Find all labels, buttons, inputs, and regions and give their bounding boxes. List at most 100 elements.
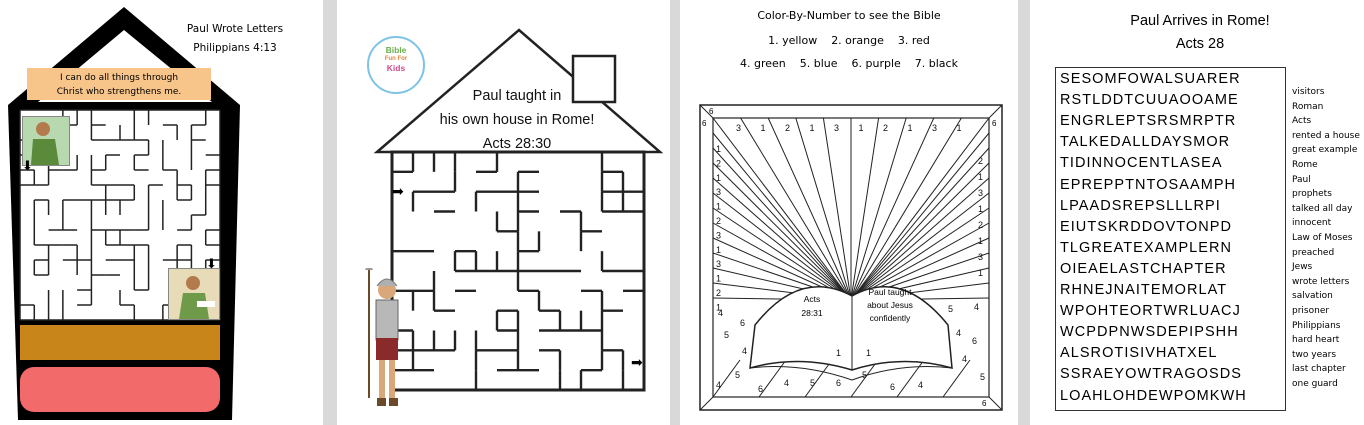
left-number: 2 (716, 288, 721, 298)
region-number: 6 (890, 382, 895, 392)
right-number: 1 (978, 172, 983, 182)
left-number: 1 (716, 302, 721, 312)
region-number: 1 (866, 348, 871, 358)
book-left-line-2: 28:31 (801, 308, 823, 318)
region-number: 4 (974, 302, 979, 312)
word-search-row: EIUTSKRDDOVTONPD (1060, 218, 1233, 235)
word-list-item: talked all day (1292, 203, 1353, 214)
word-search-row: WPOHTEORTWRLUACJ (1060, 303, 1241, 320)
left-number: 2 (716, 216, 721, 226)
word-list-item: Law of Moses (1292, 233, 1353, 243)
right-number: 3 (978, 252, 983, 262)
region-number: 4 (716, 380, 721, 390)
top-number: 1 (859, 123, 864, 133)
word-search-row: TALKEDALLDAYSMOR (1060, 134, 1231, 151)
region-number: 4 (784, 378, 789, 388)
right-number: 1 (978, 204, 983, 214)
word-search-row: RHNEJNAITEMORLAT (1060, 282, 1228, 298)
top-number: 1 (810, 123, 815, 133)
verse-text: I can do all things through Christ who s… (27, 71, 211, 99)
color-key-line-2: 4. green 5. blue 6. purple 7. black (740, 57, 958, 70)
reference-text: Philippians 4:13 (193, 42, 277, 54)
word-search-row: SESOMFOWALSUARER (1060, 71, 1241, 87)
worksheet-page-house-maze: Bible Fun For Kids Paul taught in his ow… (337, 0, 670, 425)
verse-box (27, 68, 211, 100)
color-key-line-1: 1. yellow 2. orange 3. red (768, 34, 930, 47)
word-list-item: Roman (1292, 101, 1324, 112)
word-search-row: ALSROTISIVHATXEL (1060, 345, 1218, 362)
region-number: 5 (980, 372, 985, 382)
top-number: 3 (932, 123, 937, 133)
right-number: 3 (978, 188, 983, 198)
logo-text-top: Bible (385, 45, 407, 55)
paul-writing-icon (22, 116, 70, 166)
region-number: 5 (862, 370, 867, 380)
right-number: 1 (978, 236, 983, 246)
region-number: 5 (810, 378, 815, 388)
word-search-heading: Paul Arrives in Rome! Acts 28 (1060, 10, 1340, 56)
region-number: 6 (836, 378, 841, 388)
top-number: 1 (908, 123, 913, 133)
word-list-item: Paul (1292, 174, 1311, 185)
top-number: 2 (883, 123, 888, 133)
house-caption: Paul taught in his own house in Rome! Ac… (417, 84, 617, 156)
region-number: 5 (735, 370, 740, 380)
word-list-item: one guard (1292, 379, 1338, 389)
left-number: 1 (716, 173, 721, 183)
book-left-text: Acts 28:31 (792, 292, 832, 320)
word-search-row: TLGREATEXAMPLERN (1060, 239, 1233, 256)
top-number: 3 (834, 123, 839, 133)
bible-fun-for-kids-logo: Bible Fun For Kids (367, 36, 425, 94)
region-number: 6 (740, 318, 745, 328)
word-list-item: salvation (1292, 291, 1333, 302)
house-maze-graphic (373, 28, 664, 392)
word-search-row: TIDINNOCENTLASEA (1060, 155, 1223, 172)
region-number: 5 (724, 330, 729, 340)
word-list-item: prophets (1292, 189, 1332, 200)
left-number: 3 (716, 187, 721, 197)
svg-text:6: 6 (982, 399, 987, 408)
word-list-item: prisoner (1292, 306, 1330, 316)
region-number: 6 (972, 336, 977, 346)
word-list-item: hard heart (1292, 335, 1340, 346)
verse-line-1: I can do all things through (59, 73, 179, 83)
word-search-row: RSTLDDTCUUAOOAME (1060, 92, 1239, 109)
word-search-row: LPAADSREPSLLLRPI (1060, 197, 1221, 214)
word-list-item: Jews (1292, 262, 1313, 273)
word-search-row: WCPDPNWSDEPIPSHH (1060, 324, 1239, 341)
word-list-item: last chapter (1292, 364, 1346, 375)
word-search-row: ENGRLEPTSRSMRPTR (1060, 113, 1237, 130)
top-number: 1 (761, 123, 766, 133)
word-list-item: innocent (1292, 218, 1332, 229)
left-number: 1 (716, 274, 721, 284)
verse-line-2: Christ who strengthens me. (56, 87, 182, 97)
caption-line-1: Paul taught in (472, 88, 562, 104)
maze-start-arrow-icon: ➡ (392, 183, 404, 199)
word-list-item: rented a house (1292, 130, 1360, 141)
roman-soldier-icon (361, 262, 413, 410)
left-number: 3 (716, 230, 721, 240)
word-list-item: Philippians (1292, 320, 1341, 331)
left-number: 1 (716, 202, 721, 212)
worksheet-page-pencil-maze: I can do all things through Christ who s… (0, 0, 323, 425)
word-list-item: great example (1292, 145, 1358, 156)
worksheet-page-word-search: Paul Arrives in Rome! Acts 28 SESOMFOWAL… (1030, 0, 1364, 425)
page-title: Paul Wrote Letters Philippians 4:13 (180, 20, 290, 58)
left-number: 1 (716, 245, 721, 255)
start-arrow-icon: ⬇ (22, 158, 33, 173)
left-number: 2 (716, 158, 721, 168)
word-list-item: preached (1292, 247, 1335, 258)
svg-text:6: 6 (992, 119, 997, 128)
top-number: 1 (957, 123, 962, 133)
corner-number-tl: 6 (709, 107, 714, 116)
word-search-title: Paul Arrives in Rome! (1130, 13, 1270, 29)
region-number: 4 (742, 346, 747, 356)
word-search-row: EPREPPTNTOSAAMPH (1060, 176, 1237, 193)
word-search-reference: Acts 28 (1175, 36, 1225, 52)
worksheet-page-color-by-number: Color-By-Number to see the Bible 1. yell… (680, 0, 1018, 425)
book-right-text: Paul taught about Jesus confidently (858, 286, 922, 325)
end-arrow-icon: ⬇ (206, 256, 217, 271)
caption-line-2: his own house in Rome! (439, 112, 595, 128)
word-list-item: Rome (1292, 160, 1318, 170)
